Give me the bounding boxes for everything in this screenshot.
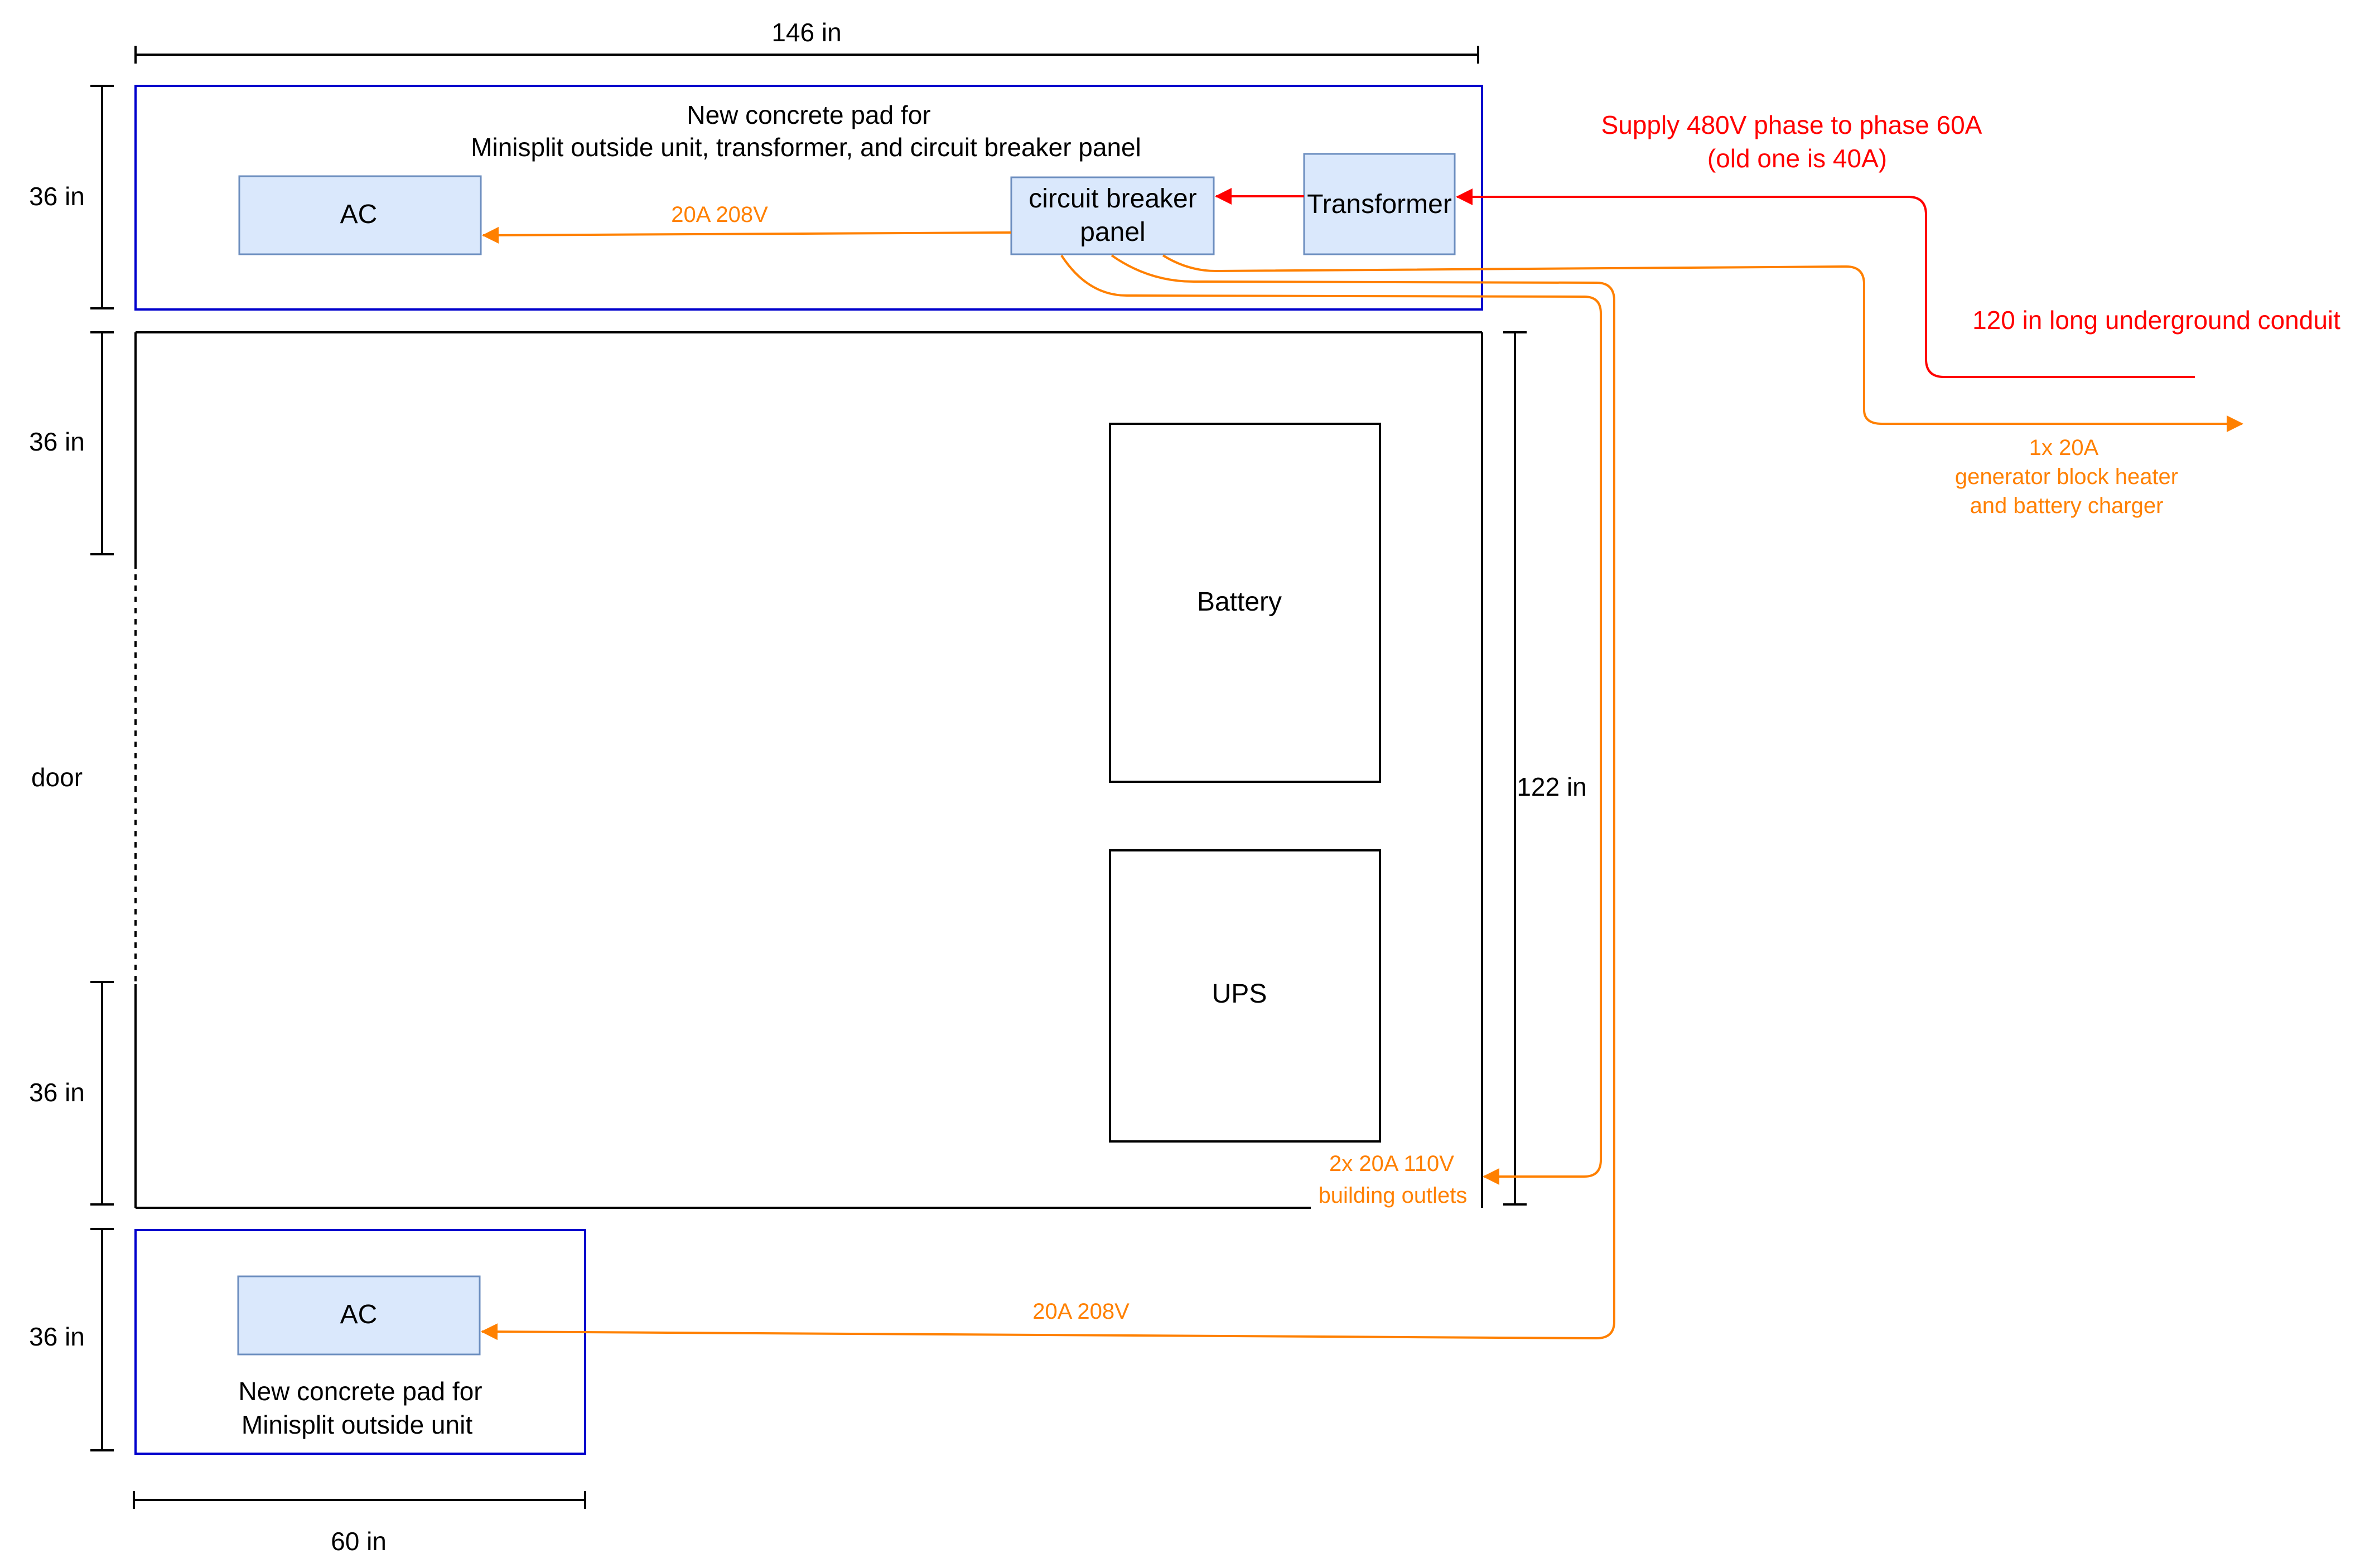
dimension-room-top-wall [90,331,114,555]
transformer-label: Transformer [1307,190,1452,219]
dimension-room-depth-label: 122 in [1517,772,1586,801]
bottom-pad-label-line2: Minisplit outside unit [242,1410,472,1439]
ups [1109,849,1381,1143]
dimension-room-bottom-wall [90,981,114,1206]
top-pad-label-line1: New concrete pad for [687,100,930,129]
circuit-label-ac-bottom: 20A 208V [1032,1299,1130,1324]
dimension-bottom-width [133,1491,586,1509]
bottom-concrete-pad [134,1229,586,1455]
top-pad-label-line2: Minisplit outside unit, transformer, and… [471,133,1141,162]
supply-label-line2: (old one is 40A) [1707,144,1887,173]
ac-bottom-label: AC [340,1300,378,1329]
ac-top-unit [238,175,482,255]
dimension-pad-bottom-depth-label: 36 in [29,1322,85,1351]
dimension-room-depth [1503,331,1527,1206]
dimension-top-width-label: 146 in [771,18,841,47]
dimension-bottom-width-label: 60 in [331,1527,387,1556]
circuit-wire-ac-bottom [481,254,1615,1340]
circuit-wire-ac-top [482,226,1012,244]
battery [1109,423,1381,783]
supply-label-line1: Supply 480V phase to phase 60A [1601,110,1982,139]
building-room [134,331,1483,1209]
circuit-label-generator-line1: 1x 20A [2029,435,2099,460]
circuit-breaker-panel [1010,176,1215,255]
bottom-pad-label-line1: New concrete pad for [238,1377,482,1406]
dimension-top-width [134,46,1479,64]
ac-top-label: AC [340,200,378,229]
circuit-label-generator-line3: and battery charger [1970,493,2164,518]
ups-label: UPS [1212,979,1267,1009]
circuit-label-generator-line2: generator block heater [1955,464,2178,489]
door-label: door [31,763,83,792]
conduit-label: 120 in long underground conduit [1972,306,2340,335]
circuit-wire-building-outlets [1060,254,1602,1185]
dimension-pad-bottom-depth [90,1228,114,1451]
breaker-label-line1: circuit breaker [1029,184,1196,214]
dimension-pad-top-depth [90,85,114,309]
ac-bottom-unit [237,1275,481,1356]
supply-wire-to-transformer [1456,188,2195,378]
breaker-label-line2: panel [1080,217,1145,247]
circuit-label-outlets-line2: building outlets [1319,1183,1468,1208]
circuit-label-outlets-line1: 2x 20A 110V [1329,1151,1454,1176]
dimension-pad-top-depth-label: 36 in [29,182,85,211]
battery-label: Battery [1197,587,1282,617]
circuit-wire-generator [1162,254,2243,432]
transformer [1303,153,1456,255]
dimension-room-top-wall-label: 36 in [29,427,85,456]
dimension-room-bottom-wall-label: 36 in [29,1078,85,1107]
circuit-label-ac-top: 20A 208V [671,202,768,227]
